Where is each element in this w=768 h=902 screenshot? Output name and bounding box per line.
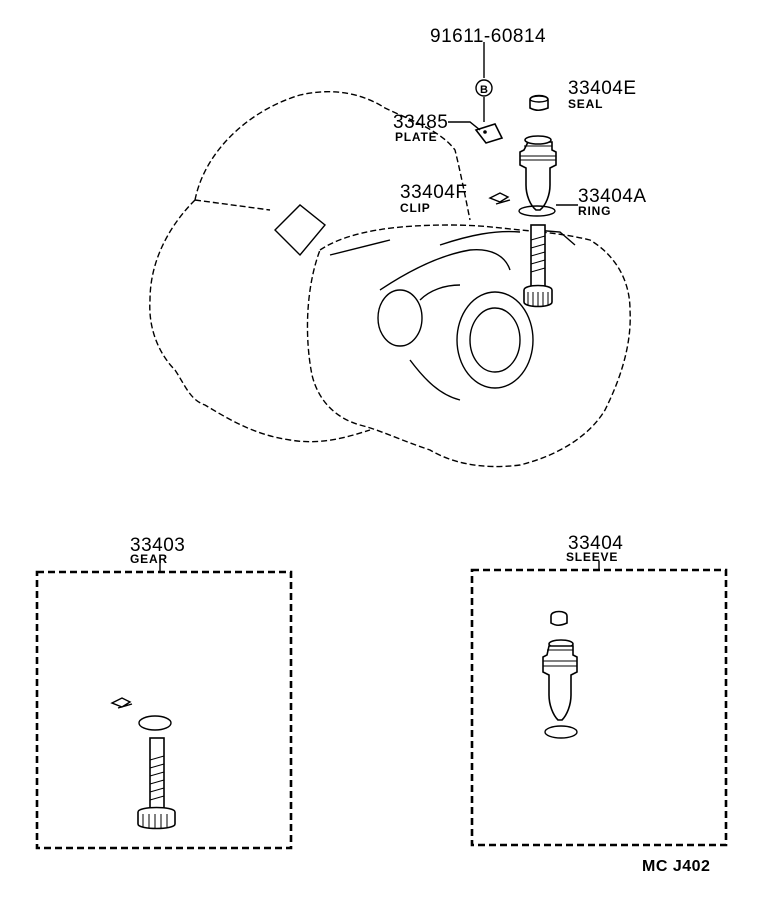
plate-label: PLATE [395, 130, 437, 144]
transaxle-housing [149, 90, 631, 468]
bolt-part: B [475, 42, 493, 122]
seal-part-number: 33404E [568, 78, 637, 99]
clip-part-number: 33404F [400, 182, 467, 203]
clip-part [488, 192, 511, 205]
clip-label: CLIP [400, 201, 431, 215]
gear-assembly-box [35, 563, 293, 850]
figure-code: MC J402 [642, 858, 710, 875]
sleeve-part-number: 33404 [568, 533, 623, 554]
plate-part-number: 33485 [393, 112, 448, 133]
seal-label: SEAL [568, 97, 603, 111]
sleeve-label: SLEEVE [566, 550, 618, 564]
ring-label: RING [578, 204, 611, 218]
gear-label: GEAR [130, 552, 168, 566]
ring-part-number: 33404A [578, 186, 647, 207]
bolt-badge: B [480, 84, 488, 96]
sleeve-installed [518, 135, 557, 217]
housing-window [274, 204, 326, 257]
bolt-part-number: 91611-60814 [430, 26, 546, 47]
gear-part-number: 33403 [130, 535, 185, 556]
gear-installed [523, 224, 553, 308]
sleeve-assembly-box [470, 561, 728, 847]
seal-part [529, 94, 549, 112]
plate-part [474, 123, 504, 144]
